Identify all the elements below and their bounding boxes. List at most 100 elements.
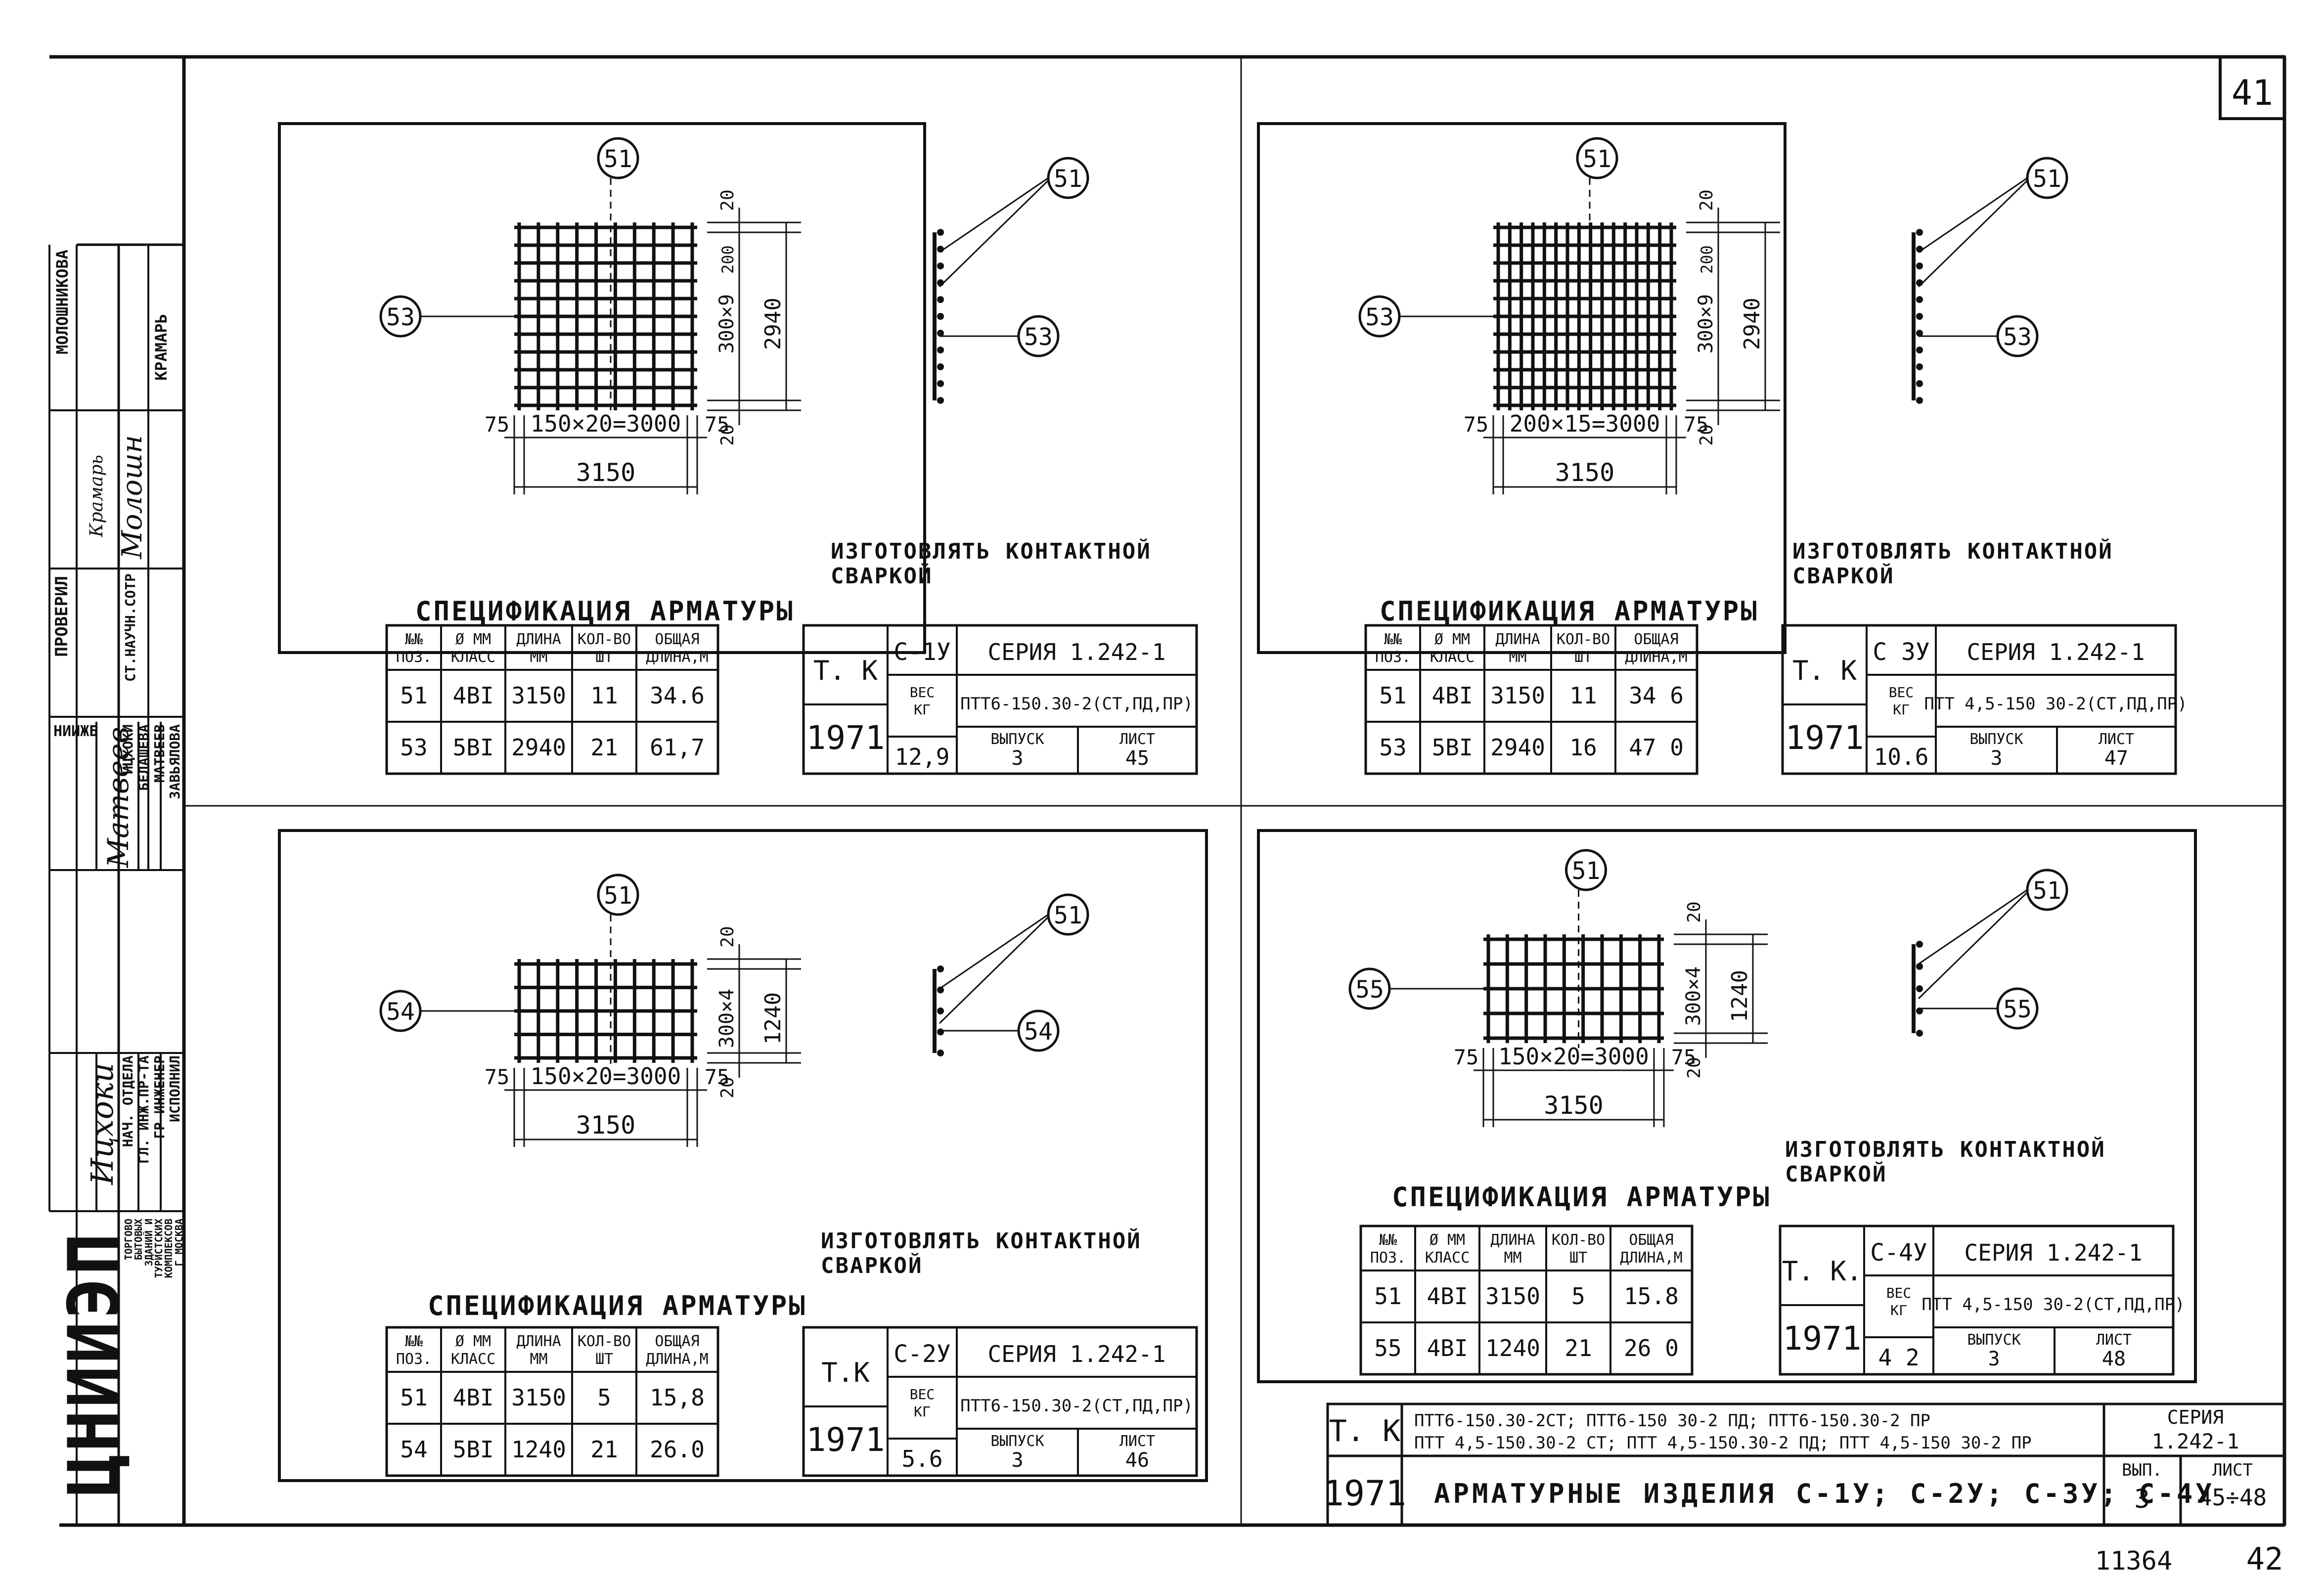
dim-height: 2940 — [1740, 298, 1765, 350]
dim-v-top: 20 — [1684, 901, 1704, 922]
org-text-line-3: ЗДАНИЙ И — [142, 1219, 155, 1267]
spec-title: СПЕЦИФИКАЦИЯ АРМАТУРЫ — [415, 596, 795, 627]
side-callout-top: 51 — [2033, 877, 2061, 905]
spec-header-1: №№ — [1384, 631, 1402, 648]
spec-header-4-b: ШТ — [1574, 649, 1592, 666]
mesh-plan — [1493, 222, 1676, 410]
callout-top: 51 — [1583, 145, 1611, 173]
org-text-line-1: ТОРГОВО — [123, 1219, 134, 1261]
stamp-issue-label: ВЫПУСК — [1967, 1331, 2020, 1349]
signature-1: Ицхоки — [84, 1063, 120, 1185]
spec-cell-r1-c1: 51 — [1374, 1283, 1401, 1310]
spec-header-2-b: КЛАСС — [451, 1351, 495, 1368]
dim-edge-left: 75 — [1454, 1045, 1479, 1069]
dim-v-top: 20 — [1697, 189, 1717, 211]
spec-cell-r1-c2: 4ВI — [452, 1384, 493, 1411]
side-callout-leader — [939, 916, 1049, 1024]
title-block-year: 1971 — [1323, 1473, 1407, 1514]
senior-label: СТ.НАУЧН.СОТР — [122, 573, 138, 682]
spec-cell-r1-c3: 3150 — [1485, 1283, 1540, 1310]
spec-header-5: ОБЩАЯ — [1634, 631, 1678, 648]
side-view-dot — [937, 397, 944, 404]
side-view-dot — [937, 363, 944, 370]
side-view-dot — [1916, 229, 1923, 236]
spec-header-3-b: ММ — [530, 649, 547, 666]
side-callout-top: 51 — [2033, 165, 2061, 193]
stamp-series: СЕРИЯ 1.242-1 — [1964, 1239, 2142, 1266]
spec-cell-r2-c3: 1240 — [511, 1436, 566, 1463]
side-view-dot — [937, 380, 944, 387]
spec-header-1-b: ПОЗ. — [1375, 649, 1411, 666]
spec-header-5: ОБЩАЯ — [1629, 1231, 1673, 1249]
dim-v-top: 20 — [717, 189, 738, 211]
stamp-issue-label: ВЫПУСК — [1969, 731, 2023, 748]
side-view-dot — [937, 1028, 944, 1036]
spec-header-3-b: ММ — [1509, 649, 1526, 666]
side-view-dot — [937, 296, 944, 303]
stamp-mark: С-1У — [894, 638, 951, 666]
dim-edge-left: 75 — [485, 412, 510, 437]
dim-edge-left: 75 — [485, 1065, 510, 1089]
stamp-product: ПТТ 4,5-150 30-2(СТ,ПД,ПР) — [1924, 694, 2187, 714]
role-3: ГР ИНЖЕНЕР — [151, 1055, 168, 1139]
stamp-sheet-label: ЛИСТ — [2096, 1331, 2132, 1349]
title-block-products-2: ПТТ 4,5-150.30-2 СТ; ПТТ 4,5-150.30-2 ПД… — [1414, 1433, 2032, 1453]
note-line-2: СВАРКОЙ — [1792, 563, 1894, 589]
side-callout-leader — [1918, 891, 2028, 1000]
callout-side: 53 — [1365, 304, 1394, 331]
side-callout-leader — [1918, 179, 2028, 288]
side-view-dot — [1916, 985, 1923, 992]
spec-cell-r1-c5: 15.8 — [1624, 1283, 1679, 1310]
title-block-issue: 3 — [2134, 1485, 2149, 1514]
name-mid-2: БЕЛАШЕВА — [135, 724, 152, 791]
side-callout-top: 51 — [1054, 902, 1082, 929]
stamp-series: СЕРИЯ 1.242-1 — [987, 1341, 1165, 1367]
note-line-1: ИЗГОТОВЛЯТЬ КОНТАКТНОЙ — [831, 538, 1152, 564]
stamp-weight-label-b: КГ — [914, 1403, 931, 1420]
spec-header-3-b: ММ — [1504, 1249, 1521, 1267]
title-block-issue-label: ВЫП. — [2122, 1460, 2162, 1480]
note-line-1: ИЗГОТОВЛЯТЬ КОНТАКТНОЙ — [821, 1227, 1142, 1254]
side-callout-side: 54 — [1024, 1018, 1053, 1046]
dim-edge-right: 75 — [705, 1065, 730, 1089]
dim-length: 3150 — [576, 458, 635, 487]
stamp-product: ПТТ 4,5-150 30-2(СТ,ПД,ПР) — [1922, 1295, 2185, 1314]
callout-top: 51 — [1572, 857, 1601, 885]
spec-cell-r2-c1: 53 — [1379, 734, 1406, 761]
side-callout-leader — [939, 179, 1049, 288]
note-line-2: СВАРКОЙ — [1785, 1161, 1887, 1187]
dim-height: 1240 — [760, 992, 786, 1045]
dim-vpitch: 300×9 — [715, 294, 738, 353]
stamp-tk: Т. К — [813, 655, 878, 686]
dim-pitch: 150×20=3000 — [531, 410, 681, 437]
side-view-dot — [1916, 296, 1923, 303]
spec-header-5-b: ДЛИНА,М — [646, 1351, 708, 1368]
stamp-weight-label: ВЕС — [910, 1386, 935, 1402]
spec-cell-r2-c2: 5ВI — [452, 734, 493, 761]
dim-v-200: 200 — [718, 245, 737, 274]
stamp-sheet: 45 — [1125, 747, 1149, 770]
spec-title: СПЕЦИФИКАЦИЯ АРМАТУРЫ — [1380, 596, 1759, 627]
dim-length: 3150 — [1544, 1091, 1603, 1120]
stamp-product: ПТТ6-150.30-2(СТ,ПД,ПР) — [960, 694, 1193, 714]
org-text-line-5: КОМПЛЕКСОВ — [163, 1219, 175, 1278]
note-line-1: ИЗГОТОВЛЯТЬ КОНТАКТНОЙ — [1785, 1136, 2106, 1162]
spec-header-3-b: ММ — [530, 1351, 547, 1368]
dim-height: 1240 — [1727, 970, 1752, 1022]
callout-top-circle — [1576, 137, 1618, 179]
spec-cell-r2-c1: 55 — [1374, 1335, 1401, 1361]
spec-cell-r1-c1: 51 — [400, 1384, 427, 1411]
spec-header-4-b: ШТ — [595, 649, 613, 666]
side-view-dot — [1916, 313, 1923, 320]
spec-header-4: КОЛ-ВО — [1552, 1231, 1605, 1249]
note-line-2: СВАРКОЙ — [831, 563, 933, 589]
side-callout-leader — [1918, 889, 2028, 965]
spec-header-5-b: ДЛИНА,М — [1620, 1249, 1682, 1267]
stamp-series: СЕРИЯ 1.242-1 — [1966, 639, 2145, 665]
mesh-plan — [514, 959, 697, 1063]
